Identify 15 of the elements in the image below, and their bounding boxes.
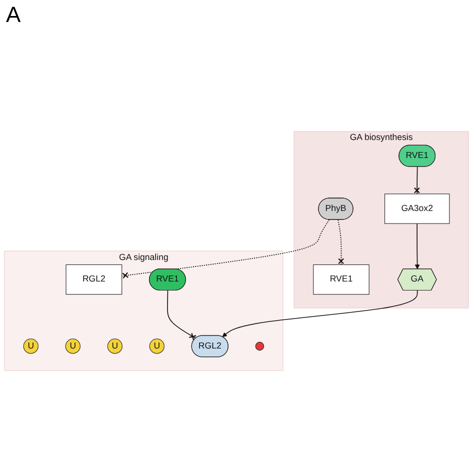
- arrow: [222, 290, 418, 338]
- connector: [121, 219, 330, 279]
- connector: [338, 219, 344, 266]
- connector: [167, 290, 197, 340]
- node-box: RVE1: [313, 264, 370, 295]
- node-box: RGL2: [66, 264, 122, 295]
- node-circle: U: [107, 338, 122, 354]
- node-circle: U: [149, 338, 164, 354]
- node-circle: [255, 342, 264, 351]
- node-circle: U: [23, 338, 38, 354]
- node-circle: U: [65, 338, 80, 354]
- connector: [414, 166, 420, 194]
- panel-letter: A: [6, 2, 21, 27]
- arrow: [414, 223, 420, 270]
- node-box: GA3ox2: [384, 194, 450, 224]
